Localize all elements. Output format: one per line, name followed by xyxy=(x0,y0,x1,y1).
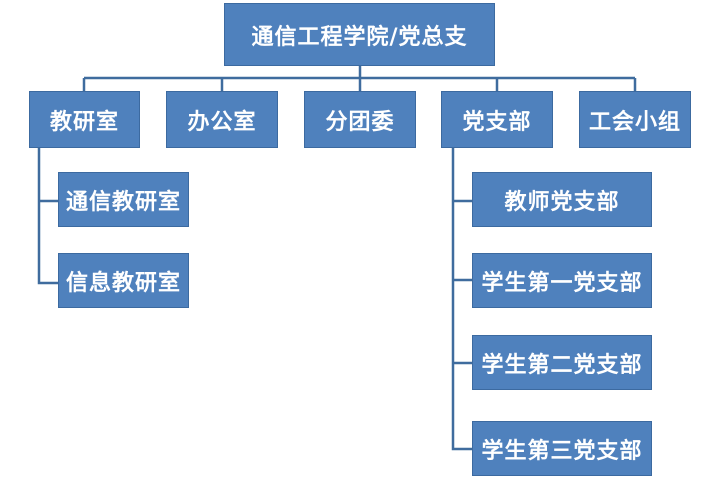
department-node-teaching[interactable]: 教研室 xyxy=(29,91,140,148)
teaching-child-node-information[interactable]: 信息教研室 xyxy=(58,253,189,308)
party-child-node-teachers[interactable]: 教师党支部 xyxy=(472,172,652,227)
party-child-node-students-1[interactable]: 学生第一党支部 xyxy=(472,253,652,308)
root-node-label: 通信工程学院/党总支 xyxy=(251,24,468,50)
party-child-node-students-2[interactable]: 学生第二党支部 xyxy=(472,335,652,390)
department-node-label: 分团委 xyxy=(325,109,395,135)
party-child-label: 学生第三党支部 xyxy=(481,438,643,464)
teaching-child-label: 通信教研室 xyxy=(65,189,181,215)
party-child-label: 教师党支部 xyxy=(504,189,620,215)
department-node-label: 党支部 xyxy=(462,109,532,135)
teaching-branch-line xyxy=(37,148,58,285)
department-node-label: 工会小组 xyxy=(588,109,681,135)
department-node-office[interactable]: 办公室 xyxy=(166,91,278,148)
department-node-label: 办公室 xyxy=(187,109,257,135)
department-node-label: 教研室 xyxy=(49,109,119,135)
root-node[interactable]: 通信工程学院/党总支 xyxy=(224,3,495,66)
party-child-label: 学生第一党支部 xyxy=(481,270,643,296)
department-node-union[interactable]: 工会小组 xyxy=(579,91,691,148)
teaching-child-node-communication[interactable]: 通信教研室 xyxy=(58,172,189,227)
teaching-child-label: 信息教研室 xyxy=(65,270,181,296)
party-child-label: 学生第二党支部 xyxy=(481,352,643,378)
department-node-league[interactable]: 分团委 xyxy=(304,91,416,148)
department-node-party[interactable]: 党支部 xyxy=(441,91,553,148)
party-child-node-students-3[interactable]: 学生第三党支部 xyxy=(472,421,652,476)
party-branch-line xyxy=(451,148,472,451)
